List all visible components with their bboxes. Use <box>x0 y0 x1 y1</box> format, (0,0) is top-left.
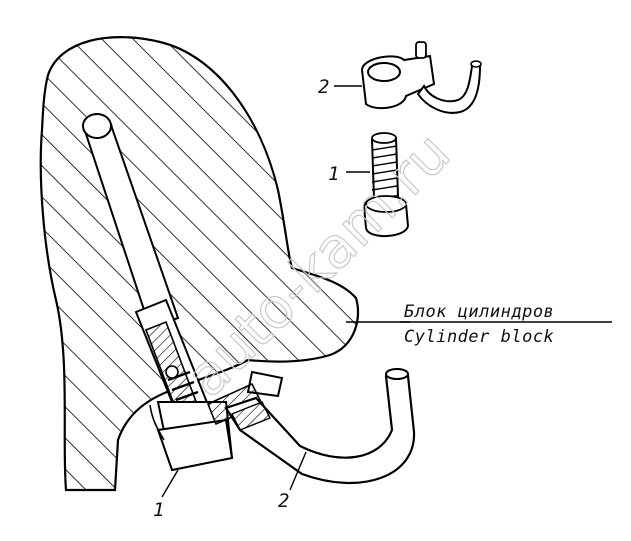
callout-bottom-2: 2 <box>278 490 289 512</box>
nozzle-part <box>362 132 410 237</box>
oil-tube <box>224 368 416 485</box>
caption-ru: Блок цилиндров <box>404 302 554 322</box>
callout-bottom-1: 1 <box>153 499 164 521</box>
tube-holder-part <box>360 41 482 114</box>
callout-top-1: 1 <box>328 163 339 185</box>
rod-channel <box>82 113 180 330</box>
leader-lines <box>161 85 612 498</box>
callout-top-2: 2 <box>318 76 329 98</box>
caption-en: Cylinder block <box>404 327 554 347</box>
